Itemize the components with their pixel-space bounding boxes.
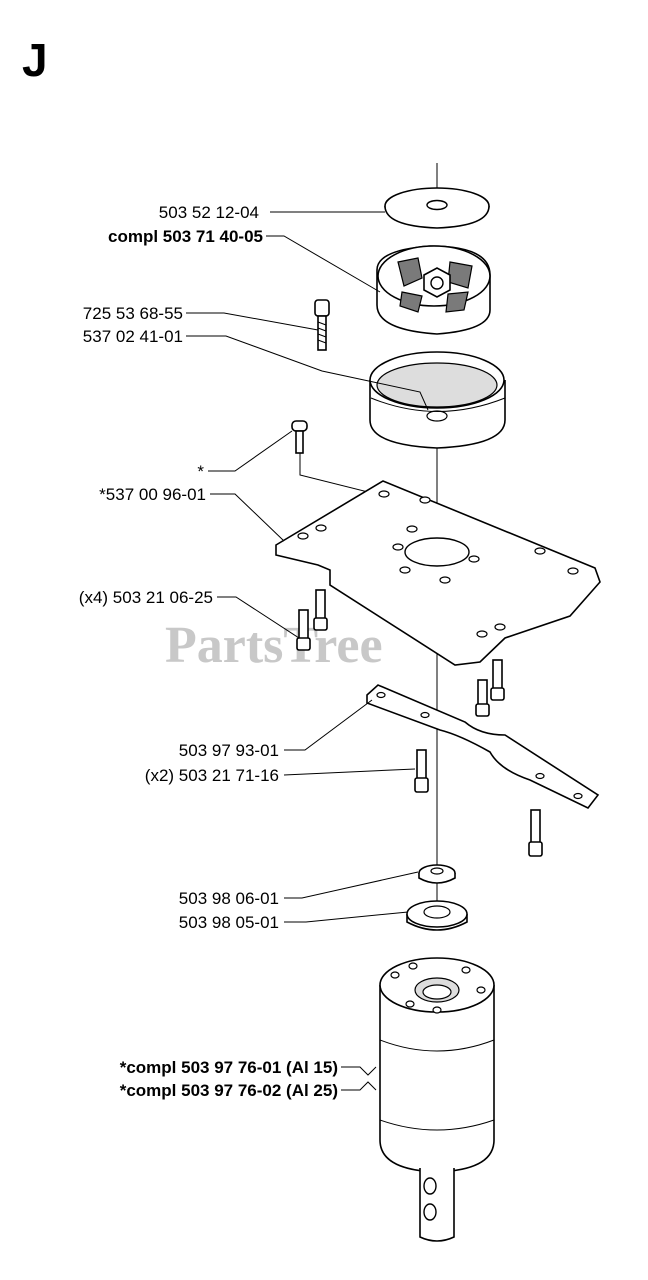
label-clutch-drum: 537 02 41-01 (83, 327, 183, 346)
label-asterisk: * (197, 462, 204, 481)
seal-part (406, 900, 468, 931)
label-bracket: 503 97 93-01 (179, 741, 279, 760)
watermark: PartsTree (165, 617, 383, 674)
washer-part (384, 187, 490, 229)
label-clutch: compl 503 71 40-05 (108, 227, 263, 246)
label-spacer: 503 98 06-01 (179, 889, 279, 908)
label-gear-al15: *compl 503 97 76-01 (Al 15) (120, 1058, 338, 1077)
bracket-screws-part (414, 749, 543, 857)
section-letter: J (22, 34, 48, 86)
clutch-screw-part (314, 299, 330, 351)
mounting-plate-part (275, 480, 601, 666)
label-gear-al25: *compl 503 97 76-02 (Al 25) (120, 1081, 338, 1100)
label-plate: *537 00 96-01 (99, 485, 206, 504)
label-bracket-screws: (x2) 503 21 71-16 (145, 766, 279, 785)
small-screw-part (291, 420, 308, 454)
bracket-part (366, 684, 600, 810)
label-washer: 503 52 12-04 (159, 203, 259, 222)
leader-lines (186, 211, 429, 1091)
spacer-part (418, 864, 456, 884)
label-clutch-screw: 725 53 68-55 (83, 304, 183, 323)
clutch-drum-part (369, 351, 506, 449)
label-seal: 503 98 05-01 (179, 913, 279, 932)
gear-head-part (379, 957, 495, 1242)
label-plate-screws: (x4) 503 21 06-25 (79, 588, 213, 607)
clutch-assembly-part (376, 245, 491, 335)
plate-screws-part (296, 589, 505, 717)
